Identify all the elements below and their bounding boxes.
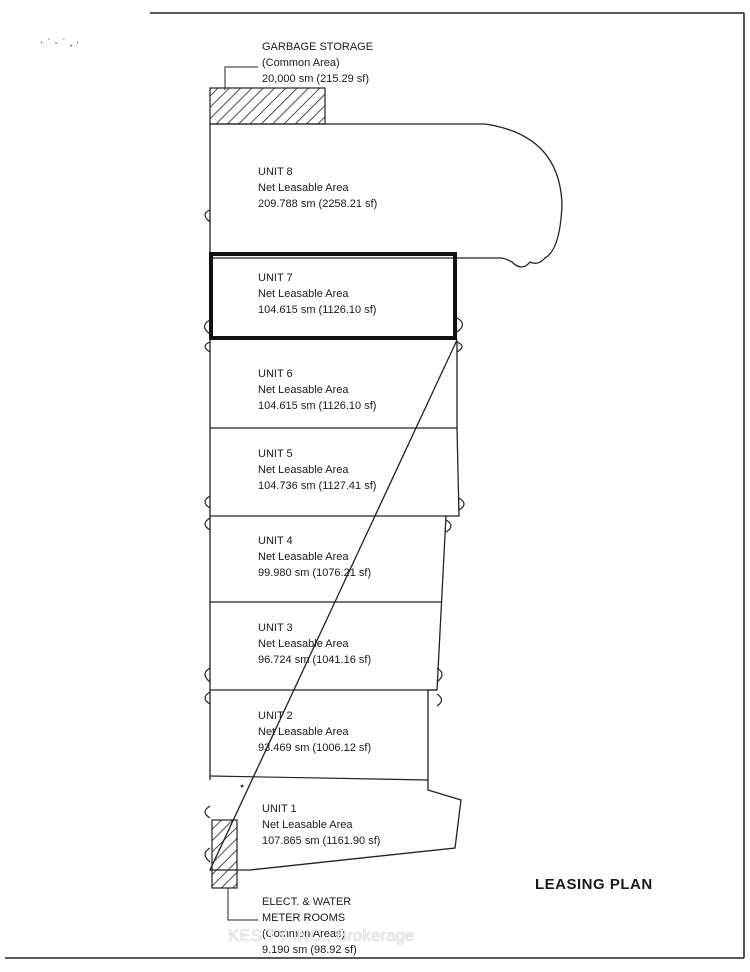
notch-left [204, 691, 211, 705]
notch-left [204, 341, 211, 353]
notch-right [456, 317, 464, 333]
garbage-leader-line [224, 66, 258, 90]
units-outer-outline [208, 339, 462, 871]
unit-1-label: UNIT 1 Net Leasable Area 107.865 sm (116… [262, 801, 380, 849]
garbage-storage-area [209, 87, 326, 125]
unit-area-label: Net Leasable Area [262, 819, 353, 831]
unit-area-label: Net Leasable Area [258, 384, 349, 396]
notch-left [204, 209, 211, 223]
unit-8-label: UNIT 8 Net Leasable Area 209.788 sm (225… [258, 164, 377, 212]
meter-line-2: METER ROOMS [262, 912, 346, 924]
unit-name: UNIT 6 [258, 368, 293, 380]
unit-7-label: UNIT 7 Net Leasable Area 104.615 sm (112… [258, 270, 376, 318]
meter-rooms-area [211, 819, 238, 889]
unit-area-label: Net Leasable Area [258, 638, 349, 650]
notch-left [203, 319, 211, 335]
notch-right [458, 497, 465, 511]
speck [240, 784, 244, 788]
notch-right [436, 667, 443, 683]
unit-area-label: Net Leasable Area [258, 288, 349, 300]
brokerage-watermark: KES TY INC., Brokerage [228, 926, 415, 945]
unit-area-label: Net Leasable Area [258, 726, 349, 738]
unit-area-value: 104.615 sm (1126.10 sf) [258, 400, 377, 412]
unit-name: UNIT 3 [258, 622, 293, 634]
unit-name: UNIT 8 [258, 166, 293, 178]
unit-area-value: 96.724 sm (1041.16 sf) [258, 654, 372, 666]
garbage-line-3: 20,000 sm (215.29 sf) [262, 73, 370, 85]
meter-line-1: ELECT. & WATER [262, 896, 352, 908]
unit-area-label: Net Leasable Area [258, 551, 349, 563]
meter-leader-line [227, 888, 258, 921]
unit-name: UNIT 4 [258, 535, 293, 547]
wall-2-1 [209, 775, 429, 781]
unit-name: UNIT 5 [258, 448, 293, 460]
notch-left [204, 847, 211, 863]
unit-2-label: UNIT 2 Net Leasable Area 93.469 sm (1006… [258, 708, 371, 756]
unit-8-outline [209, 123, 563, 268]
unit-area-value: 104.736 sm (1127.41 sf) [258, 480, 377, 492]
unit-6-label: UNIT 6 Net Leasable Area 104.615 sm (112… [258, 366, 376, 414]
notch-right [436, 693, 443, 707]
unit-area-value: 93.469 sm (1006.12 sf) [258, 742, 372, 754]
garbage-line-1: GARBAGE STORAGE [262, 41, 374, 53]
unit-area-value: 107.865 sm (1161.90 sf) [262, 835, 381, 847]
unit-name: UNIT 7 [258, 272, 293, 284]
unit-area-value: 104.615 sm (1126.10 sf) [258, 304, 377, 316]
unit-name: UNIT 1 [262, 803, 297, 815]
unit-area-value: 99.980 sm (1076.21 sf) [258, 567, 372, 579]
notch-left [204, 495, 211, 509]
unit-7-highlight [209, 252, 457, 340]
notch-right [456, 341, 463, 353]
garbage-storage-label: GARBAGE STORAGE (Common Area) 20,000 sm … [262, 39, 373, 87]
plan-title: LEASING PLAN [535, 876, 653, 893]
unit-3-label: UNIT 3 Net Leasable Area 96.724 sm (1041… [258, 620, 371, 668]
notch-left [204, 517, 211, 531]
unit-area-label: Net Leasable Area [258, 464, 349, 476]
notch-left [204, 667, 211, 683]
unit-4-label: UNIT 4 Net Leasable Area 99.980 sm (1076… [258, 533, 371, 581]
unit-area-value: 209.788 sm (2258.21 sf) [258, 198, 378, 210]
notch-left [204, 805, 211, 819]
notch-right [445, 519, 452, 533]
unit-5-label: UNIT 5 Net Leasable Area 104.736 sm (112… [258, 446, 376, 494]
garbage-line-2: (Common Area) [262, 57, 340, 69]
unit-area-label: Net Leasable Area [258, 182, 349, 194]
meter-line-3: (Common Areas) [262, 928, 346, 940]
meter-line-4: 9.190 sm (98.92 sf) [262, 944, 357, 956]
scan-specks: · ˙ - ˙ , · [40, 38, 79, 49]
meter-rooms-label: ELECT. & WATER METER ROOMS (Common Areas… [262, 894, 357, 958]
unit-name: UNIT 2 [258, 710, 293, 722]
